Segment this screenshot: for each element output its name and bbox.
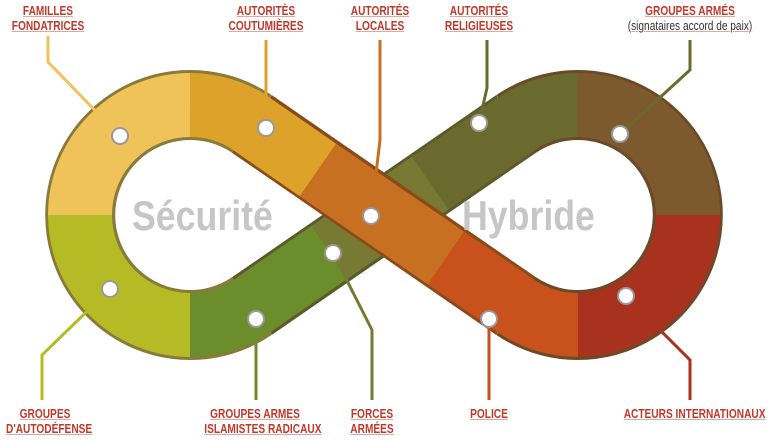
segment-religieuses <box>411 72 580 210</box>
node-autodefense <box>101 280 119 298</box>
leader-locales <box>369 40 382 217</box>
node-acteurs <box>617 287 635 305</box>
segment-police <box>427 231 580 358</box>
leader-groupes-armes <box>618 40 692 136</box>
segment-groupes-armes <box>576 73 720 217</box>
leader-autodefense <box>40 287 112 400</box>
leader-forces <box>331 252 374 400</box>
node-coutumieres <box>257 119 275 137</box>
label-acteurs: ACTEURS INTERNATIONAUX <box>623 406 766 421</box>
node-religieuses <box>470 114 488 132</box>
segment-locales <box>299 143 465 285</box>
node-forces <box>324 244 342 262</box>
leader-religieuses <box>477 40 489 124</box>
node-familles <box>111 127 129 145</box>
leader-familles <box>46 36 122 138</box>
node-locales <box>362 207 380 225</box>
label-police: POLICE <box>470 406 508 421</box>
segment-coutumieres-end <box>221 89 337 197</box>
leader-acteurs <box>624 294 692 400</box>
center-word-securite: Sécurité <box>132 192 273 239</box>
segment-acteurs <box>576 213 720 357</box>
label-groupes-armes: GROUPES ARMÉS(signataires accord de paix… <box>627 3 753 33</box>
node-groupes-armes <box>611 125 629 143</box>
node-islamistes <box>247 310 265 328</box>
node-police <box>480 310 498 328</box>
center-word-hybride: Hybride <box>462 192 595 239</box>
